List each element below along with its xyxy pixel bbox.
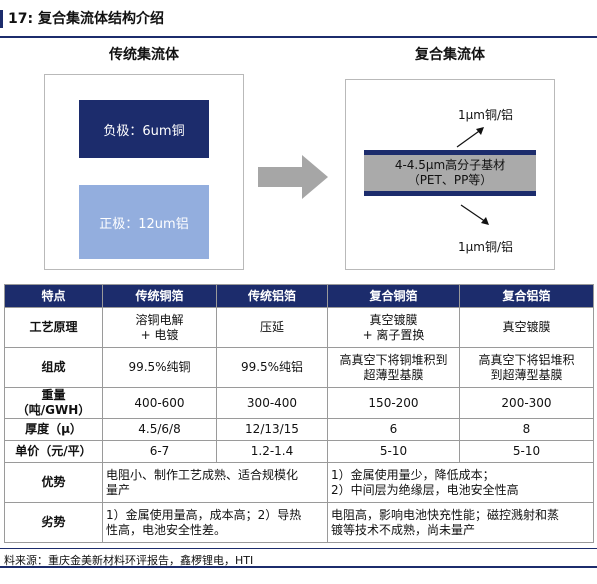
row-label: 组成 [4,347,103,388]
table-cell: 6 [327,418,460,441]
table-row: 劣势 1）金属使用量高，成本高；2）导热 性高，电池安全性差。 电阻高，影响电池… [4,502,594,543]
table-cell: 1.2-1.4 [216,440,328,463]
figure-title: 17: 复合集流体结构介绍 [0,0,597,38]
comparison-table: 特点 传统铜箔 传统铝箔 复合铜箔 复合铝箔 工艺原理 溶铜电解 + 电镀 压延… [4,284,594,543]
composite-disadvantage-cell: 电阻高，影响电池快充性能；磁控溅射和蒸 镀等技术不成熟，尚未量产 [327,502,594,543]
table-cell: 4.5/6/8 [102,418,217,441]
table-cell: 真空镀膜 + 离子置换 [327,307,460,348]
row-label: 优势 [4,462,103,503]
table-cell: 150-200 [327,387,460,419]
table-cell: 真空镀膜 [459,307,594,348]
composite-advantage-cell: 1）金属使用量少，降低成本； 2）中间层为绝缘层，电池安全性高 [327,462,594,503]
positive-electrode-block: 正极：12um铝 [79,185,209,259]
composite-panel-title: 复合集流体 [415,47,485,63]
row-label: 劣势 [4,502,103,543]
header-traditional-aluminum: 传统铝箔 [216,284,328,308]
down-arrow-icon [460,204,489,225]
up-arrow-icon [456,127,484,148]
traditional-panel: 负极：6um铜 正极：12um铝 [44,74,244,270]
header-traditional-copper: 传统铜箔 [102,284,217,308]
bottom-metal-layer-label: 1μm铜/铝 [458,240,514,254]
table-cell: 压延 [216,307,328,348]
table-cell: 12/13/15 [216,418,328,441]
substrate-label-line2: （PET、PP等） [407,173,493,187]
positive-electrode-label: 正极：12um铝 [99,216,189,232]
table-cell: 8 [459,418,594,441]
bottom-rule [0,566,597,568]
row-label: 单价（元/平） [4,440,103,463]
transition-arrow-icon [258,155,328,199]
negative-electrode-block: 负极：6um铜 [79,100,209,158]
header-feature: 特点 [4,284,103,308]
top-metal-layer [364,150,536,155]
substrate-label-line1: 4-4.5μm高分子基材 [394,158,506,172]
table-cell: 6-7 [102,440,217,463]
table-cell: 高真空下将铜堆积到 超薄型基膜 [327,347,460,388]
row-label: 厚度（μ） [4,418,103,441]
header-composite-aluminum: 复合铝箔 [459,284,594,308]
row-label: 工艺原理 [4,307,103,348]
source-note: 料来源：重庆金美新材料环评报告，鑫椤锂电，HTI [0,548,597,568]
bottom-metal-layer [364,191,536,196]
table-cell: 高真空下将铝堆积 到超薄型基膜 [459,347,594,388]
table-row: 厚度（μ） 4.5/6/8 12/13/15 6 8 [4,418,594,441]
table-row: 工艺原理 溶铜电解 + 电镀 压延 真空镀膜 + 离子置换 真空镀膜 [4,307,594,348]
table-cell: 99.5%纯铝 [216,347,328,388]
table-row: 优势 电阻小、制作工艺成熟、适合规模化 量产 1）金属使用量少，降低成本； 2）… [4,462,594,503]
traditional-advantage-cell: 电阻小、制作工艺成熟、适合规模化 量产 [102,462,328,503]
polymer-substrate-layer: 4-4.5μm高分子基材 （PET、PP等） [364,155,536,191]
composite-panel: 1μm铜/铝 4-4.5μm高分子基材 （PET、PP等） 1μm铜/铝 [345,79,555,270]
negative-electrode-label: 负极：6um铜 [103,123,185,139]
table-cell: 5-10 [327,440,460,463]
table-cell: 400-600 [102,387,217,419]
table-cell: 200-300 [459,387,594,419]
table-row: 重量（吨/GWH） 400-600 300-400 150-200 200-30… [4,387,594,419]
header-composite-copper: 复合铜箔 [327,284,460,308]
traditional-panel-title: 传统集流体 [109,47,179,63]
table-row: 单价（元/平） 6-7 1.2-1.4 5-10 5-10 [4,440,594,463]
traditional-disadvantage-cell: 1）金属使用量高，成本高；2）导热 性高，电池安全性差。 [102,502,328,543]
table-cell: 5-10 [459,440,594,463]
figure-title-text: 17: 复合集流体结构介绍 [8,11,164,27]
table-cell: 溶铜电解 + 电镀 [102,307,217,348]
table-cell: 300-400 [216,387,328,419]
top-metal-layer-label: 1μm铜/铝 [458,108,514,122]
row-label: 重量（吨/GWH） [4,387,103,419]
table-header-row: 特点 传统铜箔 传统铝箔 复合铜箔 复合铝箔 [4,284,594,308]
table-row: 组成 99.5%纯铜 99.5%纯铝 高真空下将铜堆积到 超薄型基膜 高真空下将… [4,347,594,388]
title-marker [0,10,3,28]
table-cell: 99.5%纯铜 [102,347,217,388]
